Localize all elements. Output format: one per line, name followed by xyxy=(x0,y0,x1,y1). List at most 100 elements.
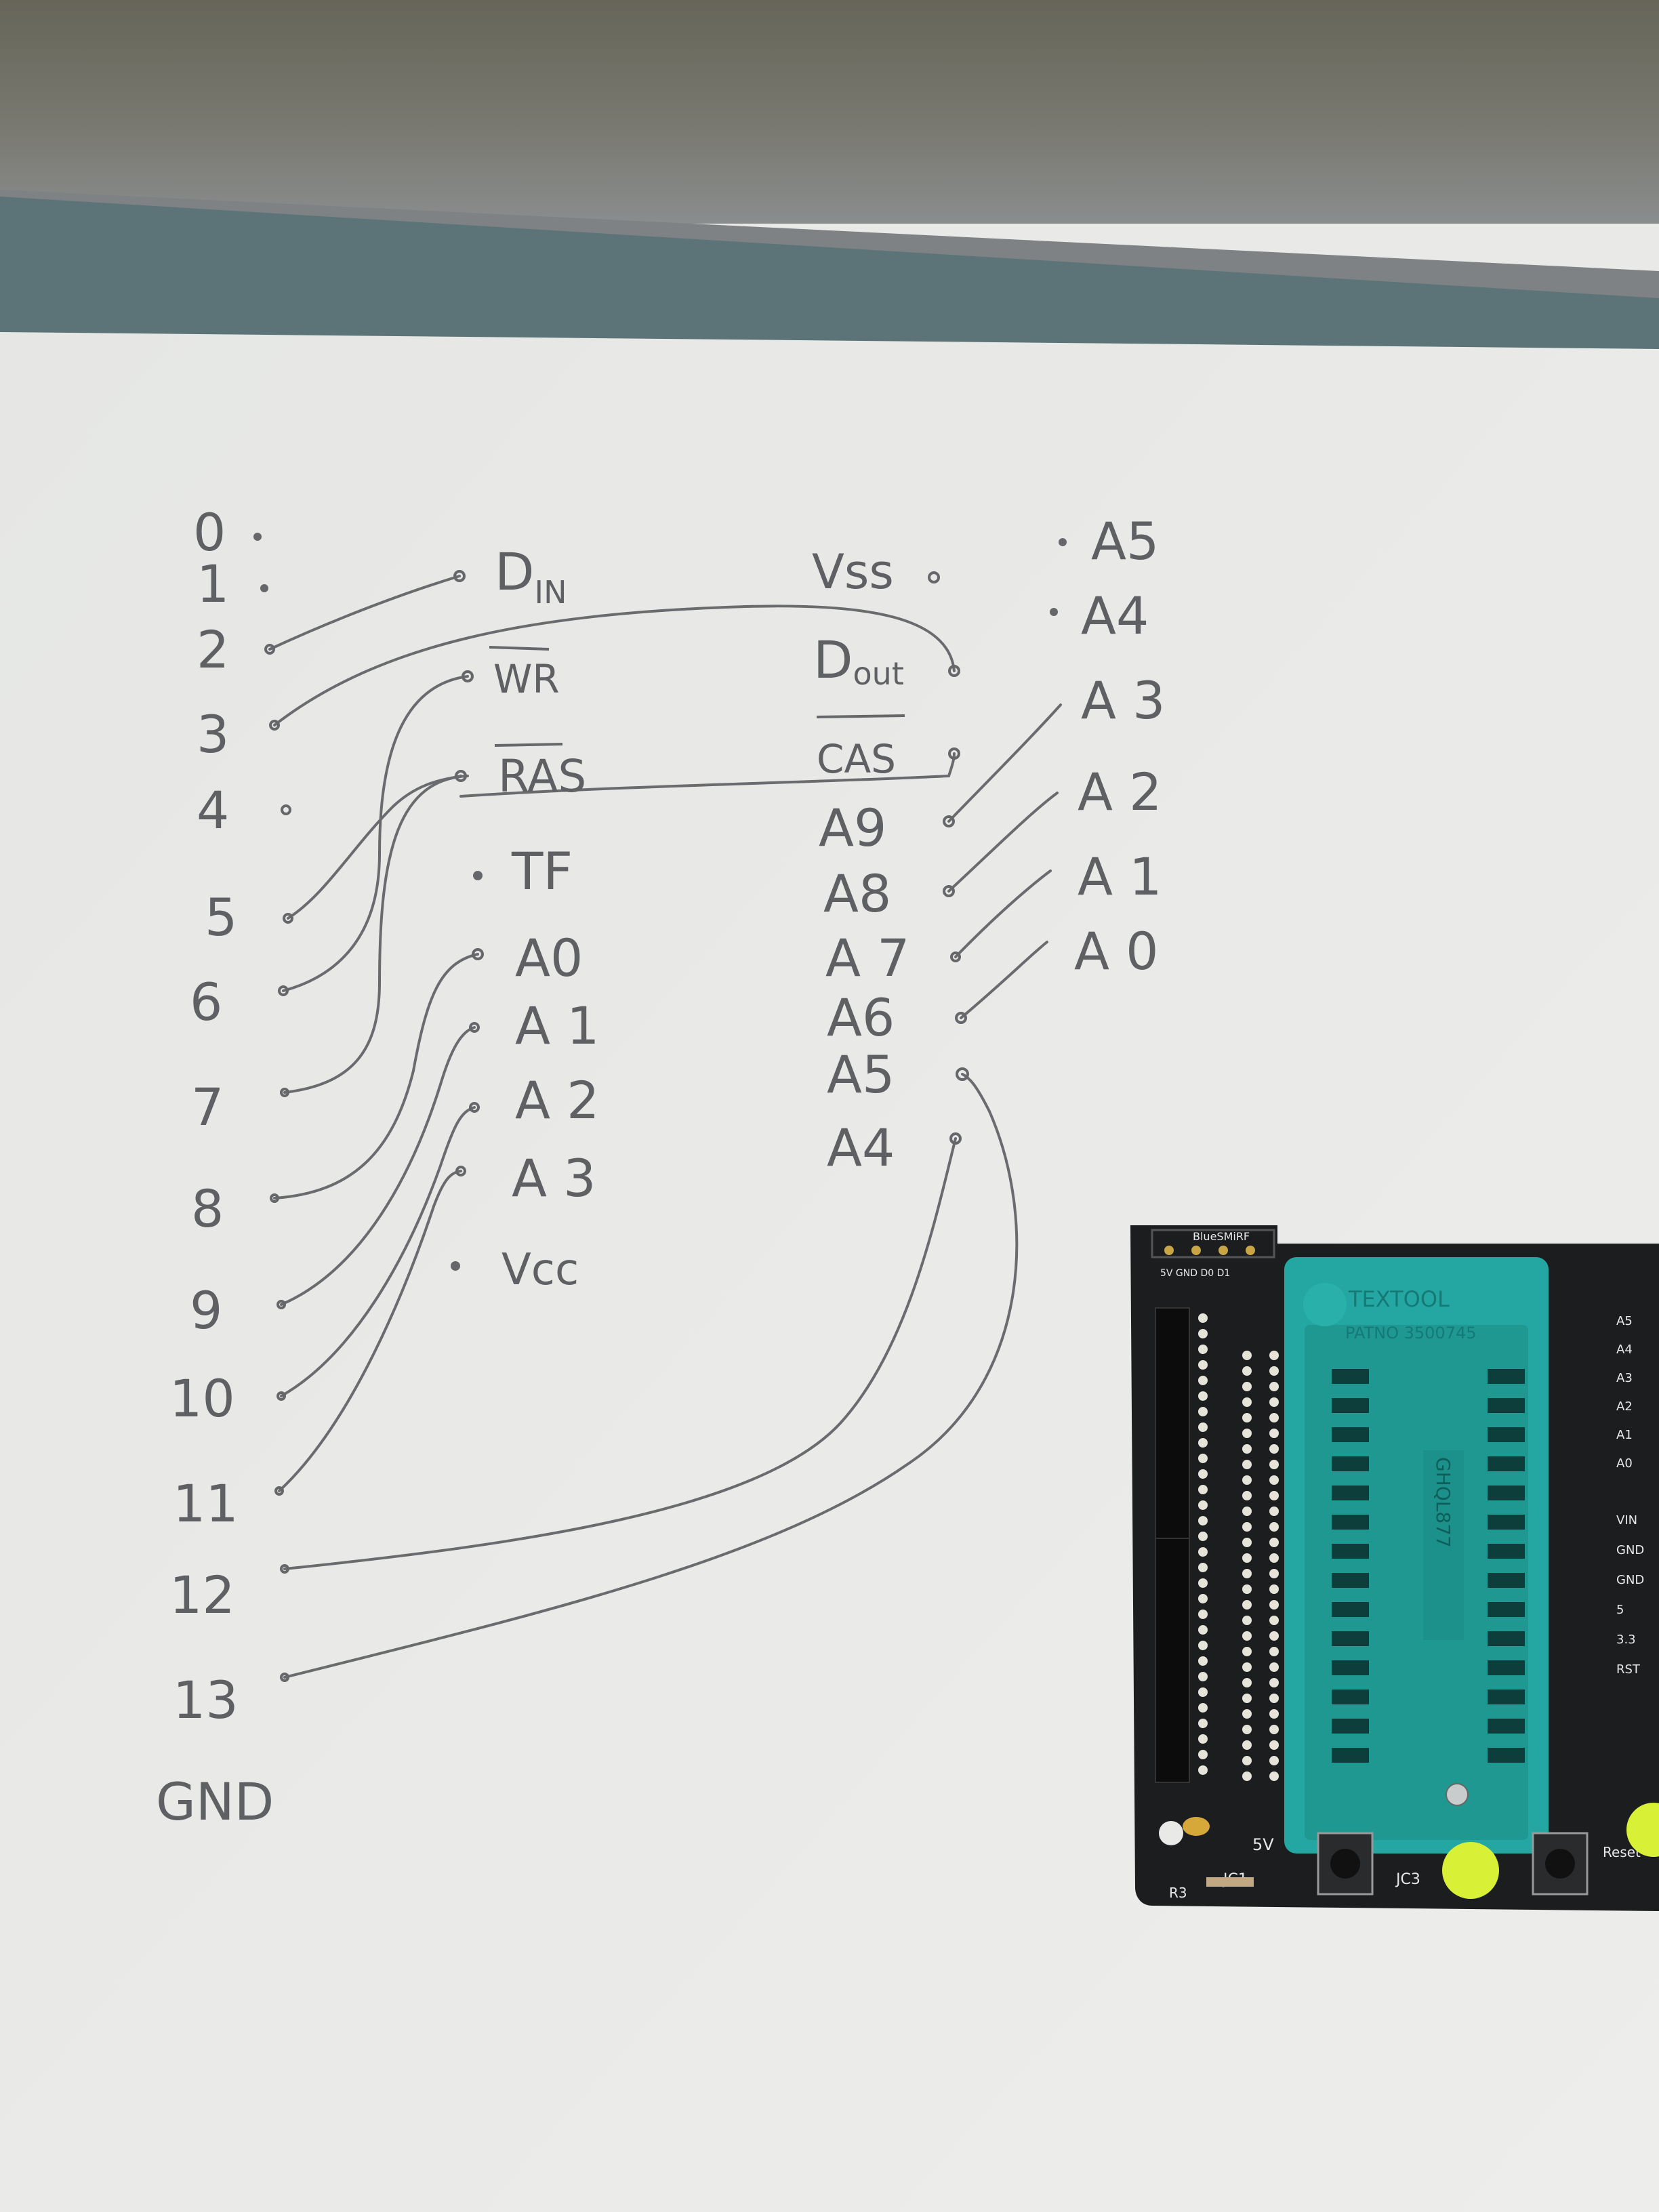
zif-slot xyxy=(1332,1544,1369,1559)
proto-hole xyxy=(1198,1329,1208,1338)
wire-10-a2 xyxy=(280,1106,476,1397)
proto-hole xyxy=(1198,1438,1208,1448)
board-pin-label: 3.3 xyxy=(1616,1633,1636,1647)
proto-hole xyxy=(1198,1765,1208,1775)
proto-hole xyxy=(1242,1491,1252,1500)
proto-hole xyxy=(1198,1469,1208,1479)
zif-slot xyxy=(1332,1515,1369,1530)
proto-hole xyxy=(1269,1647,1279,1656)
board-pin-label: A0 xyxy=(1616,1456,1633,1471)
proto-hole xyxy=(1198,1687,1208,1697)
proto-holes xyxy=(1198,1313,1279,1781)
proto-hole xyxy=(1242,1460,1252,1469)
proto-hole xyxy=(1269,1631,1279,1641)
proto-hole xyxy=(1198,1672,1208,1681)
zif-slot xyxy=(1332,1456,1369,1471)
proto-hole xyxy=(1269,1756,1279,1765)
proto-hole xyxy=(1198,1578,1208,1588)
proto-hole xyxy=(1242,1694,1252,1703)
board-pin-label: A5 xyxy=(1616,1314,1633,1328)
proto-hole xyxy=(1198,1547,1208,1557)
zif-center-sticker xyxy=(1423,1450,1464,1640)
chip-pin-a4: A4 xyxy=(827,1118,895,1178)
proto-hole xyxy=(1198,1563,1208,1572)
ras-overbar xyxy=(494,743,563,747)
chip-pin-vcc: Vcc xyxy=(501,1245,579,1295)
wire-11-a3 xyxy=(278,1170,462,1492)
proto-hole xyxy=(1269,1507,1279,1516)
proto-hole xyxy=(1198,1313,1208,1323)
proto-hole xyxy=(1198,1625,1208,1635)
proto-hole xyxy=(1269,1662,1279,1672)
zif-slot xyxy=(1488,1660,1525,1675)
pin-label: 1 xyxy=(197,554,229,614)
proto-hole xyxy=(1269,1771,1279,1781)
proto-hole xyxy=(1242,1662,1252,1672)
board-pin-label: A2 xyxy=(1616,1399,1633,1414)
proto-hole xyxy=(1242,1756,1252,1765)
zif-slot xyxy=(1488,1573,1525,1588)
wire-a7-a1 xyxy=(954,869,1052,958)
label-5v: 5V xyxy=(1252,1835,1274,1854)
zif-slot xyxy=(1488,1369,1525,1384)
proto-hole xyxy=(1242,1413,1252,1422)
proto-hole xyxy=(1198,1734,1208,1744)
pin-label: 10 xyxy=(169,1368,235,1429)
wire-12-a4 xyxy=(283,1137,957,1570)
zif-slot xyxy=(1332,1427,1369,1442)
zif-slot xyxy=(1488,1456,1525,1471)
reset-button-cap xyxy=(1545,1849,1575,1879)
zif-slot xyxy=(1332,1573,1369,1588)
proto-hole xyxy=(1198,1641,1208,1650)
wire-ras-cas xyxy=(459,752,956,798)
zif-slot xyxy=(1332,1748,1369,1763)
proto-hole xyxy=(1269,1725,1279,1734)
chip-left-labels: DIN WR RAS TF A0 A 1 A 2 A 3 Vcc xyxy=(489,541,600,1295)
wire-2-din xyxy=(268,575,461,651)
chip-pin-vss: Vss xyxy=(812,544,894,600)
zif-slot xyxy=(1332,1660,1369,1675)
board-pin-label: 5 xyxy=(1616,1603,1624,1617)
zif-slot xyxy=(1488,1398,1525,1413)
proto-hole xyxy=(1269,1351,1279,1360)
header-strip xyxy=(1155,1538,1190,1783)
proto-hole xyxy=(1269,1600,1279,1610)
board-pin-label: A4 xyxy=(1616,1343,1633,1357)
proto-hole xyxy=(1198,1376,1208,1385)
proto-hole xyxy=(1198,1703,1208,1713)
proto-hole xyxy=(1269,1569,1279,1578)
zif-slot xyxy=(1488,1719,1525,1734)
proto-hole xyxy=(1242,1366,1252,1376)
chip-pin-a5: A5 xyxy=(827,1044,895,1105)
led xyxy=(1442,1842,1499,1899)
chip-pin-a0: A0 xyxy=(515,928,583,988)
zif-text-2: PATNO 3500745 xyxy=(1345,1324,1477,1343)
zif-slot xyxy=(1332,1369,1369,1384)
arduino-shield: BlueSMiRF 5V GND D0 D1 5V TEXTOOL PATNO … xyxy=(1130,1225,1659,1911)
proto-hole xyxy=(1269,1444,1279,1454)
wire-a8-a2 xyxy=(947,792,1059,893)
left-pin-labels: 0 1 2 3 4 5 6 7 8 9 10 11 12 13 GND xyxy=(156,502,274,1832)
proto-hole xyxy=(1242,1351,1252,1360)
pencil-wires xyxy=(268,575,1062,1679)
analog-pin-labels: A5 A4 A 3 A 2 A 1 A 0 xyxy=(1074,511,1166,981)
proto-hole xyxy=(1242,1553,1252,1563)
pin-label: 7 xyxy=(191,1077,224,1137)
mount-hole xyxy=(1159,1821,1183,1845)
proto-hole xyxy=(1242,1475,1252,1485)
chip-pin-a1: A 1 xyxy=(515,996,600,1056)
chip-pin-a2: A 2 xyxy=(515,1070,600,1130)
proto-hole xyxy=(1242,1429,1252,1438)
chip-pin-a3: A 3 xyxy=(512,1148,596,1208)
proto-hole xyxy=(1198,1407,1208,1416)
zif-frame xyxy=(1305,1325,1528,1840)
proto-hole xyxy=(1269,1382,1279,1391)
board-pin-label: GND xyxy=(1616,1573,1644,1587)
board-pin-label: GND xyxy=(1616,1543,1644,1557)
pin-label: 4 xyxy=(197,780,229,840)
chip-pin-a8: A8 xyxy=(823,863,891,924)
proto-hole xyxy=(1242,1600,1252,1610)
proto-hole xyxy=(1198,1656,1208,1666)
header-strip xyxy=(1155,1307,1190,1539)
